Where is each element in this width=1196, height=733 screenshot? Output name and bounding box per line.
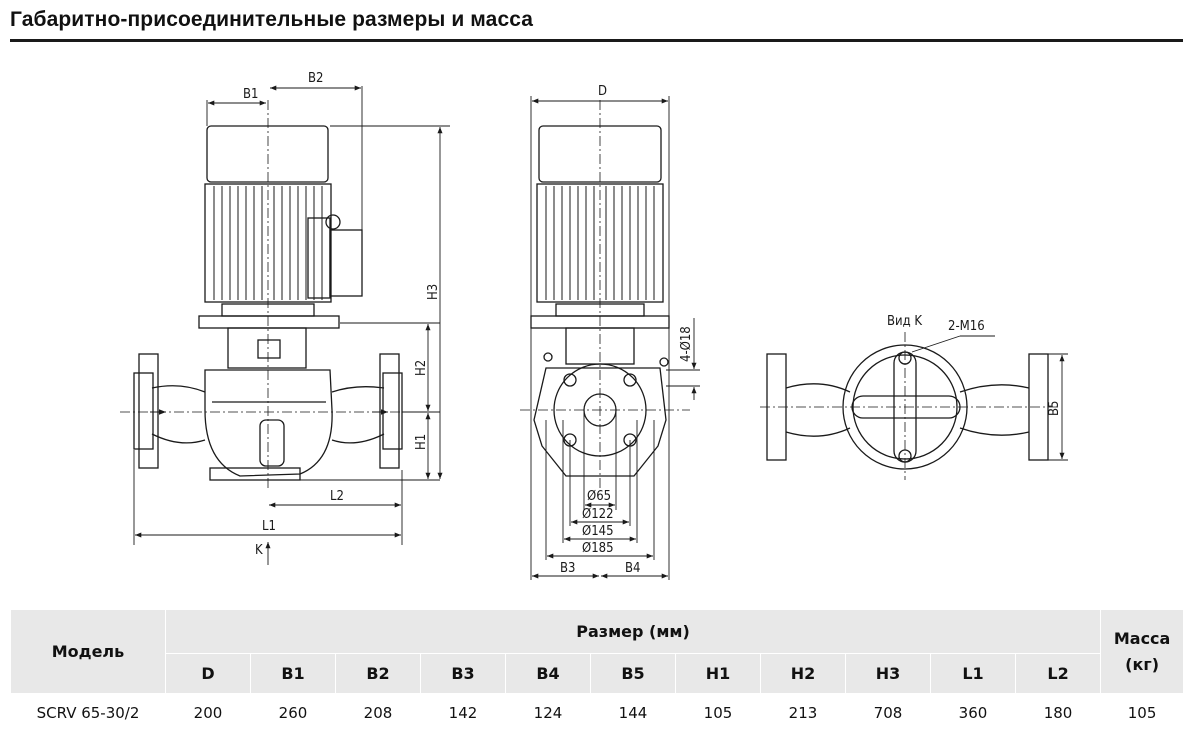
mass-cell: 105 (1100, 693, 1185, 733)
col-header: B3 (420, 653, 506, 694)
drain-boss (259, 419, 285, 467)
label-d185: Ø185 (582, 541, 614, 556)
value-cell: 180 (1014, 693, 1102, 733)
view-k (760, 332, 1060, 480)
value-cell: 208 (335, 693, 421, 733)
label-bolt: 2-M16 (948, 319, 985, 334)
col-header: H2 (760, 653, 846, 694)
value-cell: 360 (930, 693, 1016, 733)
col-header: H3 (845, 653, 931, 694)
label-k: K (255, 543, 263, 558)
outlet-pipe (331, 386, 385, 444)
mass-header: Масса (кг) (1100, 609, 1185, 694)
label-b1: B1 (243, 87, 258, 102)
page-title: Габаритно-присоединительные размеры и ма… (10, 8, 534, 31)
front-view-dimensions (133, 85, 450, 565)
lifting-eye (325, 214, 341, 230)
title-underline (10, 39, 1183, 42)
front-view (120, 100, 412, 490)
col-header: B2 (335, 653, 421, 694)
col-header: B1 (250, 653, 336, 694)
model-header: Модель (10, 609, 166, 694)
motor-flange-plate (198, 315, 340, 329)
label-d145: Ø145 (582, 524, 614, 539)
terminal-box (307, 217, 331, 299)
motor-fins (213, 186, 323, 300)
col-header: L1 (930, 653, 1016, 694)
inlet-pipe (151, 385, 206, 444)
coupling-window (257, 339, 281, 359)
label-view-k: Вид K (887, 314, 922, 329)
mass-header-line1: Масса (1113, 628, 1171, 648)
pump-casing (204, 369, 333, 477)
label-d65: Ø65 (587, 489, 611, 504)
value-cell: 124 (505, 693, 591, 733)
value-cell: 142 (420, 693, 506, 733)
value-cell: 144 (590, 693, 676, 733)
viewk-dimensions (911, 335, 1068, 461)
label-b3: B3 (560, 561, 575, 576)
size-header: Размер (мм) (164, 609, 1102, 654)
dimensions-table: Модель Размер (мм) Масса (кг) D B1 B2 B3… (10, 609, 1185, 733)
label-b5: B5 (1047, 401, 1062, 416)
viewk-outlet-pipe (959, 384, 1030, 436)
label-h3: H3 (426, 284, 441, 300)
viewk-inlet-pipe (785, 383, 851, 437)
inlet-flange-outer (138, 353, 159, 469)
label-flange-holes: 4-Ø18 (679, 326, 694, 362)
dimension-drawing: B1 B2 H3 H2 H1 L1 L2 K (120, 71, 1068, 580)
mass-header-line2: (кг) (1125, 654, 1160, 674)
table-row: SCRV 65-30/2 200 260 208 142 124 144 105… (10, 693, 1185, 733)
label-l1: L1 (262, 519, 276, 534)
label-h1: H1 (414, 434, 429, 450)
outlet-flange-outer (379, 353, 400, 469)
label-b4: B4 (625, 561, 640, 576)
value-cell: 260 (250, 693, 336, 733)
motor-fan-cover (206, 125, 329, 183)
side-view-dimensions (530, 96, 700, 580)
model-cell: SCRV 65-30/2 (10, 693, 166, 733)
col-header: B4 (505, 653, 591, 694)
col-header: D (165, 653, 251, 694)
label-b2: B2 (308, 71, 323, 86)
coupling-lantern (227, 327, 307, 369)
side-casing (533, 367, 667, 477)
label-l2: L2 (330, 489, 344, 504)
label-d: D (598, 84, 607, 99)
col-header: H1 (675, 653, 761, 694)
value-cell: 200 (165, 693, 251, 733)
pump-foot (209, 467, 301, 481)
value-cell: 213 (760, 693, 846, 733)
side-view (520, 100, 690, 490)
label-d122: Ø122 (582, 507, 614, 522)
value-cell: 708 (845, 693, 931, 733)
label-h2: H2 (414, 360, 429, 376)
inlet-flange (133, 372, 154, 450)
value-cell: 105 (675, 693, 761, 733)
col-header: B5 (590, 653, 676, 694)
col-header: L2 (1014, 653, 1102, 694)
terminal-cover (329, 229, 363, 297)
